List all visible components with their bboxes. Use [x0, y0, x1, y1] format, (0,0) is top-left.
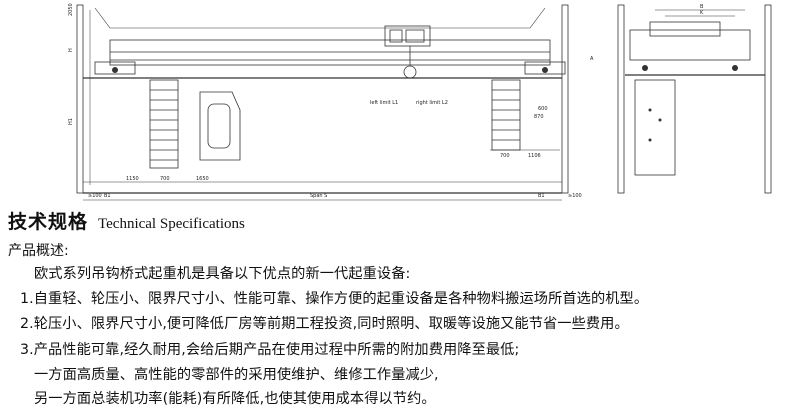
dim-span: Span S	[310, 193, 327, 199]
right-building-column	[561, 4, 569, 194]
dim-1106: 1106	[528, 153, 541, 159]
dim-side-a: A	[590, 56, 594, 62]
side-view-girder	[629, 29, 751, 61]
dim-h-mid: H	[68, 48, 74, 52]
description-line: 2.轮压小、限界尺寸小,便可降低厂房等前期工程投资,同时照明、取暖等设施又能节省…	[20, 316, 629, 332]
dim-h-top: 2050	[68, 3, 74, 16]
left-end-carriage	[94, 61, 136, 75]
dim-b1-left: B1	[104, 193, 111, 199]
dim-gap-right: ≥100	[568, 193, 582, 199]
section-heading: 技术规格 Technical Specifications	[8, 207, 245, 233]
trolley	[384, 25, 431, 47]
side-view-column-right	[764, 4, 772, 194]
description-line: 另一方面总装机功率(能耗)有所降低,也使其使用成本得以节约。	[34, 391, 436, 407]
dim-left-limit: left limit L1	[370, 100, 398, 106]
dim-700-b: 700	[500, 153, 510, 159]
dim-b1-right: B1	[538, 193, 545, 199]
description-line: 3.产品性能可靠,经久耐用,会给后期产品在使用过程中所需的附加费用降至最低;	[20, 342, 520, 358]
side-view-column-left	[617, 4, 625, 194]
dim-870: 870	[534, 114, 544, 120]
main-girder	[109, 39, 551, 66]
dim-right-limit: right limit L2	[416, 100, 448, 106]
dim-1150: 1150	[126, 176, 139, 182]
heading-chinese: 技术规格	[8, 211, 89, 233]
dim-600: 600	[538, 106, 548, 112]
side-view-cabin	[634, 79, 676, 176]
dim-700-a: 700	[160, 176, 170, 182]
left-ladder	[149, 79, 179, 169]
dim-side-k: K	[700, 10, 704, 16]
dim-1650: 1650	[196, 176, 209, 182]
crane-technical-drawing: 2050 H H1 left limit L1 right limit L2 1…	[0, 0, 803, 205]
dim-h-side: H1	[68, 118, 74, 125]
description-line: 1.自重轻、轮压小、限界尺寸小、性能可靠、操作方便的起重设备是各种物料搬运场所首…	[20, 291, 649, 307]
overview-label: 产品概述:	[8, 243, 69, 259]
drawing-svg: 2050 H H1 left limit L1 right limit L2 1…	[68, 3, 772, 201]
description-line: 欧式系列吊钩桥式起重机是具备以下优点的新一代起重设备:	[34, 266, 411, 282]
dim-side-b: B	[700, 4, 704, 10]
description-line: 一方面高质量、高性能的零部件的采用使维护、维修工作量减少,	[34, 367, 439, 383]
right-ladder	[491, 79, 521, 151]
right-end-carriage	[524, 61, 566, 75]
dim-gap-left: ≥100	[88, 193, 102, 199]
operator-cabin	[199, 91, 241, 161]
left-building-column	[76, 4, 84, 194]
heading-english: Technical Specifications	[98, 216, 245, 232]
hook-block	[403, 65, 417, 79]
